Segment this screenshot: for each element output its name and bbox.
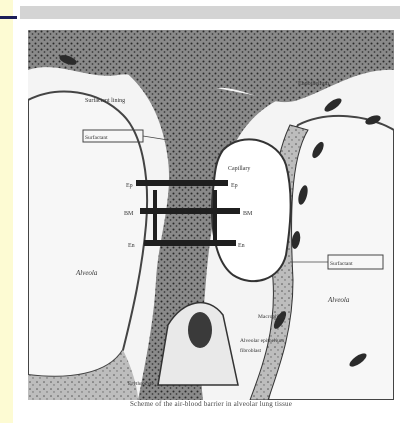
label-alveolus-right: Alveola xyxy=(327,296,350,304)
label-alveolus-left: Alveola xyxy=(75,269,98,277)
label-layer-mid-right: BM xyxy=(243,211,253,217)
label-layer-top-left: Ep xyxy=(126,183,133,189)
alveolar-barrier-figure: Surfactant lining Surfactant Surfactant … xyxy=(28,30,394,400)
label-surfactant-left: Surfactant lining xyxy=(85,97,125,104)
figure-svg: Surfactant lining Surfactant Surfactant … xyxy=(28,30,394,400)
label-macrophage: Macrophage xyxy=(258,314,286,320)
label-layer-low-left: En xyxy=(128,243,135,249)
figure-caption: Scheme of the air-blood barrier in alveo… xyxy=(30,400,392,408)
label-fibroblast: fibroblast xyxy=(240,347,262,354)
type2-nucleus xyxy=(188,312,212,348)
label-layer-top-right: Ep xyxy=(231,183,238,189)
corner-mark xyxy=(0,16,17,19)
label-type2-cell: Alveolar epithelium xyxy=(240,338,285,344)
label-endothelium: Endothelium xyxy=(298,81,329,87)
label-pointer-box-left: Surfactant xyxy=(85,134,108,141)
label-layer-mid-left: BM xyxy=(124,211,134,217)
side-bar xyxy=(0,0,13,423)
top-stripe xyxy=(20,6,400,19)
label-erythrocyte: Erythrocyte xyxy=(128,381,155,387)
label-pointer-box-right: Surfactant xyxy=(330,260,353,267)
label-capillary: Capillary xyxy=(228,166,250,172)
label-layer-low-right: En xyxy=(238,243,245,249)
